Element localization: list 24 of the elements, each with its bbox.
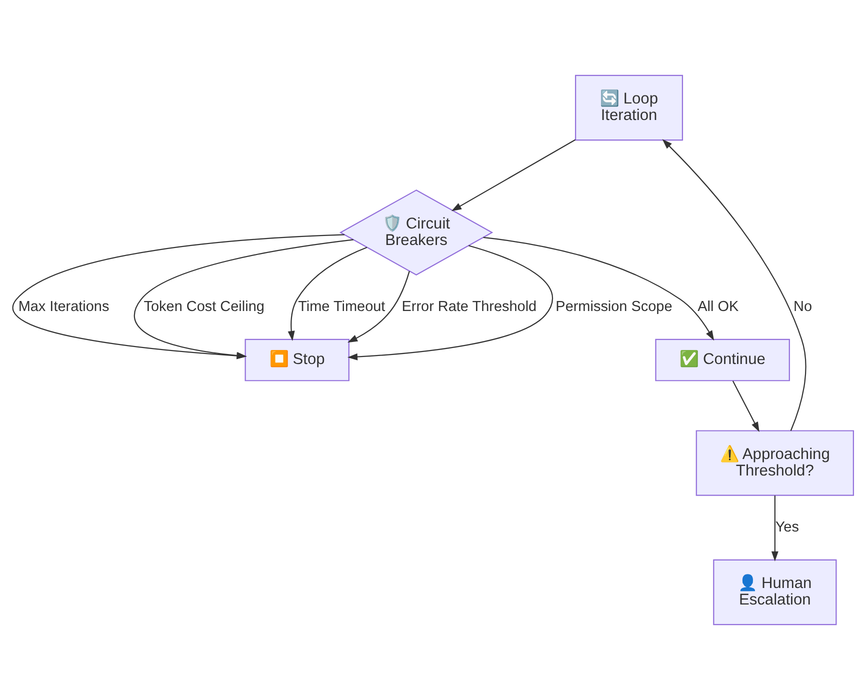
arrow [451,139,576,212]
edge-label: Permission Scope [556,298,672,315]
arrow [288,246,368,342]
arrow [732,380,760,432]
arrow [483,236,714,341]
edge-label: Max Iterations [18,298,110,315]
arrow [12,234,344,360]
edge-label: All OK [698,298,739,315]
node-box: ✅ Continue [655,338,790,382]
edge-label: Error Rate Threshold [402,298,537,315]
edge-label: Time Timeout [298,298,386,315]
arrow [347,245,553,360]
edge-label: Token Cost Ceiling [144,298,264,315]
arrow [134,239,354,360]
node-box: 👤 Human Escalation [713,559,837,626]
edge-label: No [794,298,812,315]
arrow [662,139,806,431]
node-box: ⚠ Approaching Threshold? [696,430,854,496]
arrow [771,496,778,562]
edge-label: Yes [775,519,799,536]
node-box: ⏹ Stop [244,338,350,382]
node-diamond: 🛡 Circuit Breakers [339,190,494,276]
arrow [348,271,410,343]
node-box: 🔄 Loop Iteration [575,74,684,141]
